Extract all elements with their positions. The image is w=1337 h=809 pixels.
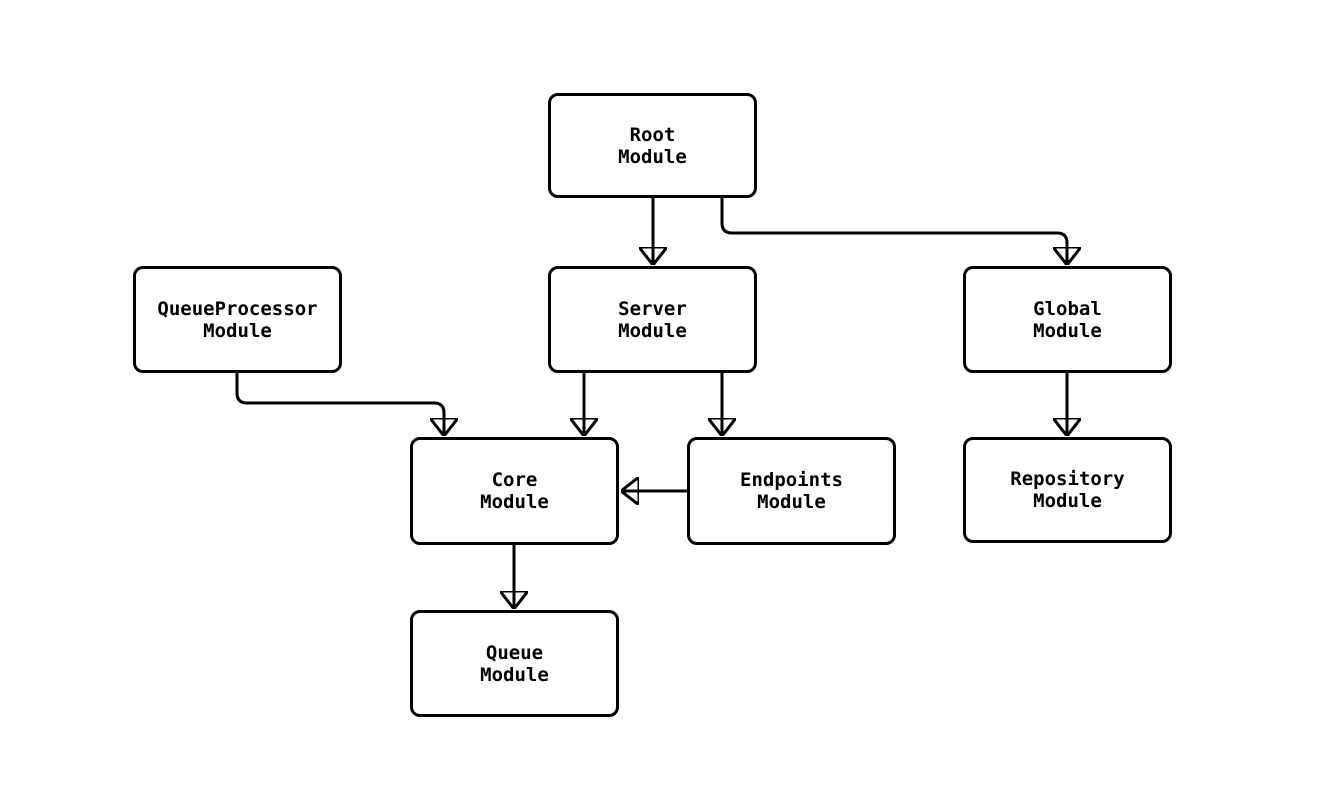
node-label-line: Root: [629, 123, 676, 146]
node-root-module: Root Module: [548, 93, 757, 198]
node-global-module-label: Global Module: [1033, 298, 1102, 342]
node-label-line: Module: [1033, 490, 1102, 512]
node-label-line: Repository: [1010, 468, 1125, 490]
node-label-line: Module: [1033, 319, 1102, 342]
node-endpoints-module: Endpoints Module: [687, 437, 896, 545]
node-label-line: Queue: [485, 641, 544, 664]
node-global-module: Global Module: [963, 266, 1172, 373]
edge-queueprocessor-to-core: [235, 373, 444, 435]
edge-root-to-global: [720, 198, 1067, 264]
node-queue-module: Queue Module: [410, 610, 619, 717]
node-server-module: Server Module: [548, 266, 757, 373]
node-core-module: Core Module: [410, 437, 619, 545]
node-label-line: Server: [618, 297, 687, 320]
node-label-line: Module: [480, 663, 549, 686]
node-endpoints-module-label: Endpoints Module: [740, 469, 843, 513]
node-queueprocessor-module: QueueProcessor Module: [133, 266, 342, 373]
node-label-line: Global: [1033, 297, 1102, 320]
node-queue-module-label: Queue Module: [480, 642, 549, 686]
node-root-module-label: Root Module: [618, 124, 687, 168]
node-repository-module: Repository Module: [963, 437, 1172, 543]
node-core-module-label: Core Module: [480, 469, 549, 513]
node-label-line: Module: [618, 319, 687, 342]
node-label-line: Module: [757, 491, 826, 513]
node-server-module-label: Server Module: [618, 298, 687, 342]
node-label-line: Module: [618, 145, 687, 168]
node-label-line: Core: [491, 469, 538, 491]
node-label-line: Module: [203, 319, 272, 342]
node-repository-module-label: Repository Module: [1010, 468, 1124, 512]
node-label-line: Module: [480, 491, 549, 513]
node-queueprocessor-module-label: QueueProcessor Module: [157, 298, 317, 342]
node-label-line: QueueProcessor: [157, 297, 318, 320]
node-label-line: Endpoints: [740, 469, 843, 491]
